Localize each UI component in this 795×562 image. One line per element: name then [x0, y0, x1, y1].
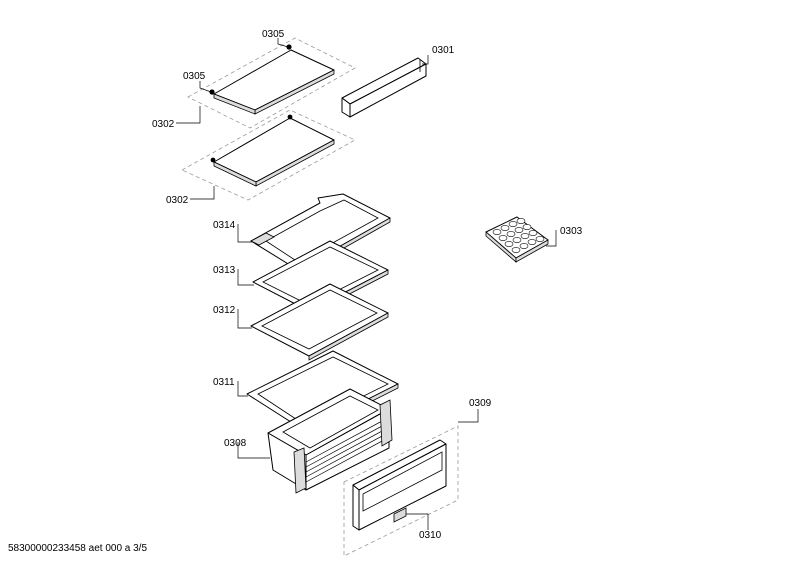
middle-shelf-clip-left [210, 157, 216, 163]
shelf-clip-top [286, 44, 292, 50]
egg-tray-cups [492, 218, 545, 253]
egg-tray [485, 216, 549, 263]
shelf-frame-0312-outer [250, 283, 389, 357]
shelf-frame-0313-inner [262, 246, 379, 306]
crisper-cover-inner [257, 356, 389, 426]
label-0305-top: 0305 [262, 29, 285, 40]
middle-shelf-assembly [181, 109, 356, 201]
drawer-front-side [352, 484, 360, 531]
shelf-clip-left [209, 89, 215, 95]
middle-shelf-clip-top [287, 114, 293, 120]
label-0310: 0310 [419, 530, 442, 541]
label-0313: 0313 [213, 265, 236, 276]
label-0312: 0312 [213, 305, 236, 316]
egg-tray-front [515, 239, 549, 263]
label-0302-upper: 0302 [152, 119, 175, 130]
drawer-floor-ribs [305, 419, 385, 483]
label-0314: 0314 [213, 220, 236, 231]
drawer-handle-clip [393, 507, 407, 523]
label-0311: 0311 [213, 377, 235, 388]
label-0309: 0309 [469, 398, 492, 409]
label-0302-lower: 0302 [166, 195, 189, 206]
shelf-frame-0312-inner [261, 289, 378, 350]
drawer-inner-opening [282, 395, 379, 449]
shelf-frame-0312-edge [308, 312, 389, 361]
top-shelf-assembly [187, 37, 356, 129]
label-0308: 0308 [224, 438, 247, 449]
shelf-frame-0312 [250, 283, 389, 361]
crisper-drawer-0308 [267, 388, 393, 494]
top-shelf-dashed-frame [187, 37, 356, 129]
drawer-rail-right [379, 399, 393, 447]
part-labels: 0305 0305 0302 0301 0302 0303 0314 0313 … [152, 29, 583, 541]
leader-lines [176, 38, 557, 530]
label-0303: 0303 [560, 226, 583, 237]
drawer-rail-left [293, 447, 307, 494]
drawer-front-dashed-frame [343, 425, 459, 557]
label-0301: 0301 [432, 45, 455, 56]
drawer-front-recess [362, 451, 443, 512]
label-0305-left: 0305 [183, 71, 206, 82]
trim-strip-end [341, 97, 351, 118]
drawer-front-assembly [343, 425, 459, 557]
shelf-frame-0314-tab [250, 232, 275, 246]
top-glass-shelf-side [213, 93, 256, 115]
middle-glass-shelf-side [213, 161, 257, 187]
front-trim-strip [341, 57, 427, 118]
shelf-frame-0314-inner [265, 199, 379, 263]
document-id: 58300000233458 aet 000 a 3/5 [8, 543, 147, 554]
